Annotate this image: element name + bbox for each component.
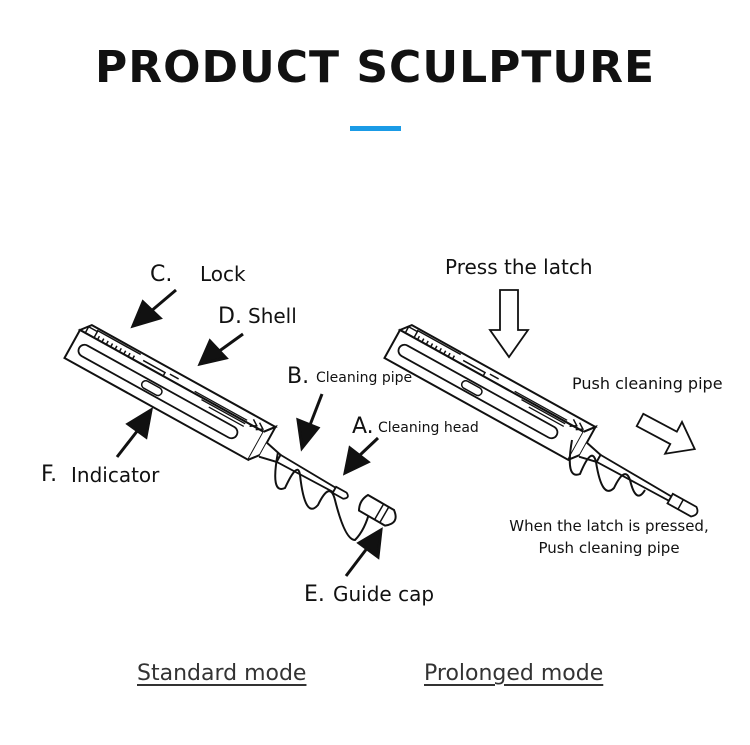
label-b-letter: B. xyxy=(287,364,310,389)
callout-arrows xyxy=(115,288,383,577)
label-c-letter: C. xyxy=(150,262,173,287)
label-lock: Lock xyxy=(200,262,246,286)
label-indicator: Indicator xyxy=(71,463,160,487)
standard-pen-illustration xyxy=(63,320,397,542)
prolonged-mode-caption: Prolonged mode xyxy=(424,661,604,686)
press-arrow-icon xyxy=(488,289,530,359)
guide-cap xyxy=(357,493,397,527)
title-accent-bar xyxy=(350,126,401,131)
page-title: PRODUCT SCULPTURE xyxy=(94,42,656,93)
label-cleaning-pipe: Cleaning pipe xyxy=(316,370,413,386)
prolonged-pen-illustration xyxy=(383,320,699,518)
label-guide-cap: Guide cap xyxy=(333,582,435,606)
label-shell: Shell xyxy=(248,304,297,328)
push-arrow-icon xyxy=(635,412,697,455)
standard-mode-caption: Standard mode xyxy=(137,661,307,686)
label-push-pipe: Push cleaning pipe xyxy=(572,374,723,393)
note-line-2: Push cleaning pipe xyxy=(538,539,680,557)
note-line-1: When the latch is pressed, xyxy=(509,517,709,535)
label-press-latch: Press the latch xyxy=(445,255,593,279)
label-a-letter: A. xyxy=(352,414,374,439)
label-e-letter: E. xyxy=(304,582,325,607)
label-d-letter: D. xyxy=(218,304,242,329)
label-f-letter: F. xyxy=(41,462,58,487)
label-cleaning-head: Cleaning head xyxy=(378,420,479,436)
